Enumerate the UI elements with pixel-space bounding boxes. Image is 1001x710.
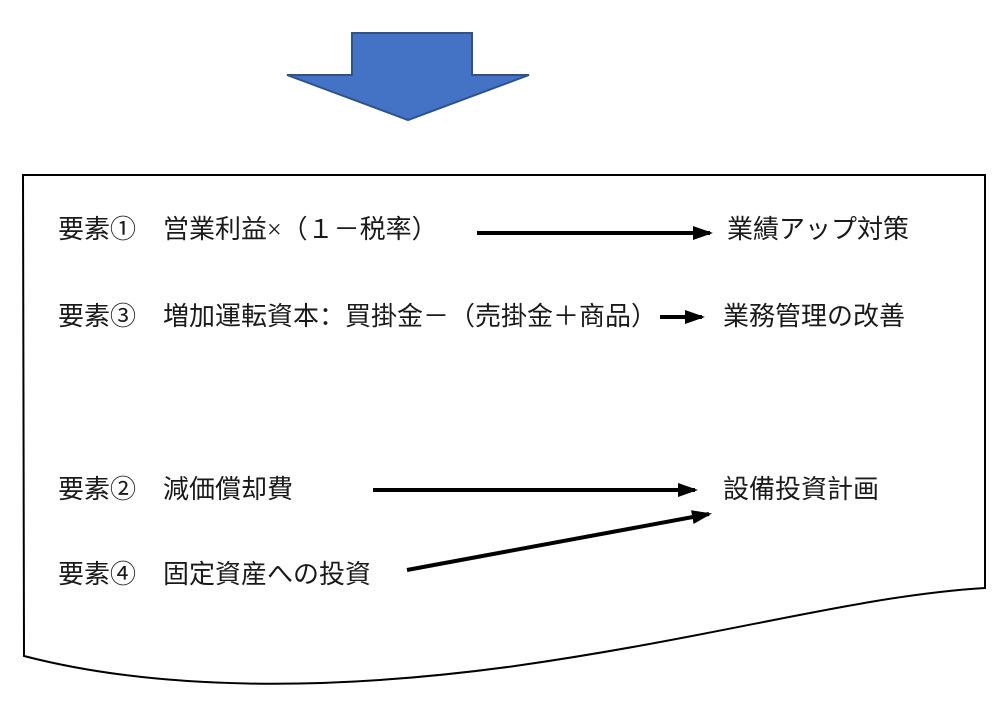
panel-border: [21, 174, 986, 685]
target-label-1: 業績アップ対策: [727, 215, 910, 244]
factor-3-text: 増加運転資本：買掛金－（売掛金＋商品）: [163, 302, 658, 331]
factor-row-1: 要素① 営業利益×（１－税率）: [58, 213, 438, 247]
factor-row-2: 要素③ 増加運転資本：買掛金－（売掛金＋商品）: [58, 300, 657, 334]
factor-1-text: 営業利益×（１－税率）: [163, 215, 438, 244]
down-arrow-icon: [286, 32, 530, 122]
target-label-3: 設備投資計画: [723, 475, 880, 504]
factor-1-badge: 要素①: [58, 215, 137, 244]
factor-4-text: 固定資産への投資: [163, 560, 372, 589]
factor-4-badge: 要素④: [58, 560, 137, 589]
target-label-2: 業務管理の改善: [723, 302, 906, 331]
factor-2-text: 減価償却費: [163, 475, 294, 504]
arrow-row4-to-target: [406, 510, 712, 572]
factor-row-4: 要素④ 固定資産への投資: [58, 558, 371, 592]
factor-2-badge: 要素②: [58, 475, 137, 504]
factor-row-3: 要素② 減価償却費: [58, 473, 293, 507]
factor-3-badge: 要素③: [58, 302, 137, 331]
